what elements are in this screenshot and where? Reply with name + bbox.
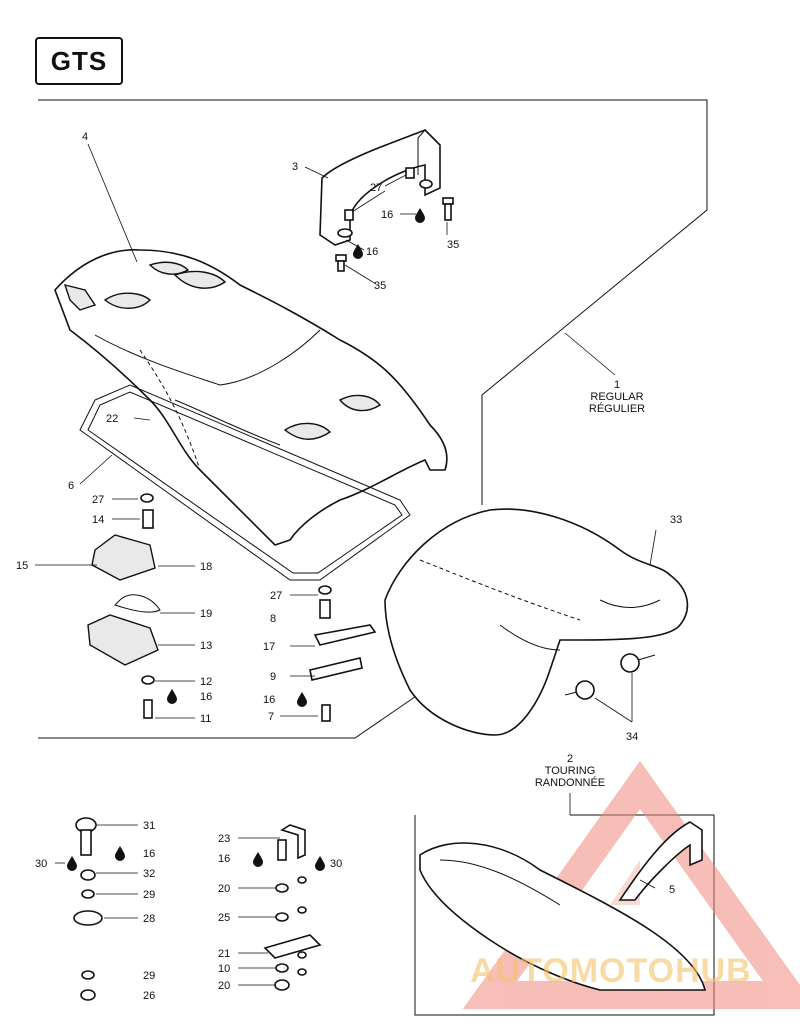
screw-35a (442, 197, 454, 221)
callout: 30 (330, 858, 342, 870)
callout: 18 (200, 561, 212, 573)
drop-icon (353, 244, 363, 259)
hardware-bottom-middle (263, 824, 322, 991)
callout: 21 (218, 948, 230, 960)
callout: 35 (374, 280, 386, 292)
callout: 16 (263, 694, 275, 706)
screw-35b (335, 254, 347, 272)
callout: 27 (92, 494, 104, 506)
callout: 14 (92, 514, 104, 526)
callout: 26 (143, 990, 155, 1002)
hardware-bottom-left (73, 817, 103, 1001)
callout: 3 (292, 161, 298, 173)
callout: 30 (35, 858, 47, 870)
grab-handle (319, 129, 441, 246)
callout: 13 (200, 640, 212, 652)
callout: 16 (200, 691, 212, 703)
callout: 20 (218, 883, 230, 895)
callout: 6 (68, 480, 74, 492)
drop-icon (415, 208, 425, 223)
drop-icon (315, 856, 325, 871)
option-number: 1 (614, 379, 620, 391)
callout: 16 (381, 209, 393, 221)
callout: 22 (106, 413, 118, 425)
callout: 10 (218, 963, 230, 975)
callout: 31 (143, 820, 155, 832)
option-label-en: REGULAR (590, 391, 643, 403)
option-label-en: TOURING (545, 765, 596, 777)
callout: 27 (270, 590, 282, 602)
callout: 32 (143, 868, 155, 880)
callout: 19 (200, 608, 212, 620)
callout: 35 (447, 239, 459, 251)
drop-icon (167, 689, 177, 704)
callout: 17 (263, 641, 275, 653)
callout-labels: 4 3 27 16 16 35 35 22 6 27 14 15 18 19 1… (16, 131, 682, 1002)
seat-gasket (79, 384, 411, 581)
callout: 34 (626, 731, 638, 743)
callout: 7 (268, 711, 274, 723)
push-fastener-34 (564, 653, 656, 700)
callout: 25 (218, 912, 230, 924)
drop-icon (67, 856, 77, 871)
watermark-text: AUTOMOTOHUB (470, 952, 752, 990)
model-code: GTS (50, 45, 108, 76)
drop-icon (297, 692, 307, 707)
leader-lines (35, 143, 657, 986)
callout: 29 (143, 889, 155, 901)
callout: 4 (82, 131, 88, 143)
callout: 5 (669, 884, 675, 896)
callout: 8 (270, 613, 276, 625)
option-label-fr: RANDONNÉE (535, 776, 605, 789)
callout: 27 (370, 182, 382, 194)
callout: 16 (366, 246, 378, 258)
callout: 9 (270, 671, 276, 683)
callout: 11 (200, 713, 211, 725)
callout: 16 (218, 853, 230, 865)
drop-icon (115, 846, 125, 861)
callout: 16 (143, 848, 155, 860)
callout: 29 (143, 970, 155, 982)
option-regular-label: 1 REGULAR RÉGULIER (589, 379, 645, 415)
drop-icon (253, 852, 263, 867)
lubricant-drop-icons (67, 208, 425, 871)
seat-cover (54, 249, 448, 546)
model-code-badge: GTS (35, 37, 123, 85)
callout: 12 (200, 676, 212, 688)
hardware-center-stack (309, 585, 377, 722)
callout: 20 (218, 980, 230, 992)
option-label-fr: RÉGULIER (589, 402, 645, 415)
callout: 23 (218, 833, 230, 845)
option-touring-label: 2 TOURING RANDONNÉE (535, 753, 605, 789)
hardware-left-stack (87, 493, 161, 719)
callout: 28 (143, 913, 155, 925)
callout: 33 (670, 514, 682, 526)
regular-seat-base (384, 508, 689, 736)
option-number: 2 (567, 753, 573, 765)
callout: 15 (16, 560, 28, 572)
